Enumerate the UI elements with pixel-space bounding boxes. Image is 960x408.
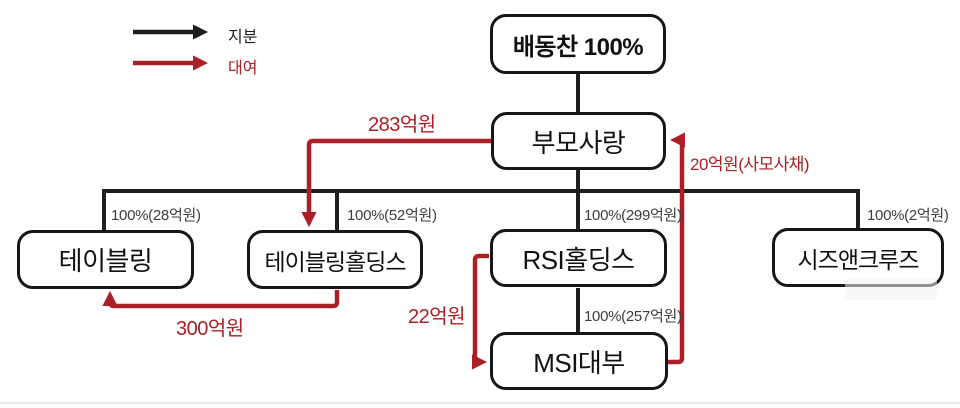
node-rsi-holdings: RSI홀딩스: [490, 229, 667, 287]
loan-arrow-rsi-to-msi: [471, 253, 489, 370]
equity-label-tabling-holdings: 100%(52억원): [347, 207, 437, 224]
node-msi-loan: MSI대부: [490, 332, 668, 390]
node-tabling-holdings: 테이블링홀딩스: [247, 230, 423, 289]
legend-loan-label: 대여: [228, 60, 258, 77]
node-seas-cruise: 시즈앤크루즈: [772, 228, 944, 287]
loan-label-22: 22억원: [408, 306, 466, 328]
equity-label-tabling: 100%(28억원): [111, 207, 201, 224]
equity-label-msi-loan: 100%(257억원): [584, 308, 682, 325]
loan-arrow-msi-to-parent: [668, 132, 686, 365]
equity-label-rsi-holdings: 100%(299억원): [584, 207, 682, 224]
loan-label-20: 20억원(사모사채): [690, 155, 810, 174]
node-owner: 배동찬 100%: [490, 14, 666, 74]
equity-tree-lines: [102, 74, 860, 332]
loan-label-283: 283억원: [368, 114, 436, 136]
legend-equity-label: 지분: [228, 29, 258, 46]
node-parent-company: 부모사랑: [491, 112, 666, 170]
loan-arrow-parent-to-tabling-holdings: [301, 138, 491, 228]
node-tabling: 테이블링: [17, 230, 194, 289]
watermark: [845, 278, 937, 300]
bottom-divider: [0, 402, 960, 404]
loan-arrow-tabling-holdings-to-tabling: [102, 290, 340, 309]
loan-label-300: 300억원: [176, 318, 244, 340]
equity-label-seas-cruise: 100%(2억원): [867, 207, 949, 224]
